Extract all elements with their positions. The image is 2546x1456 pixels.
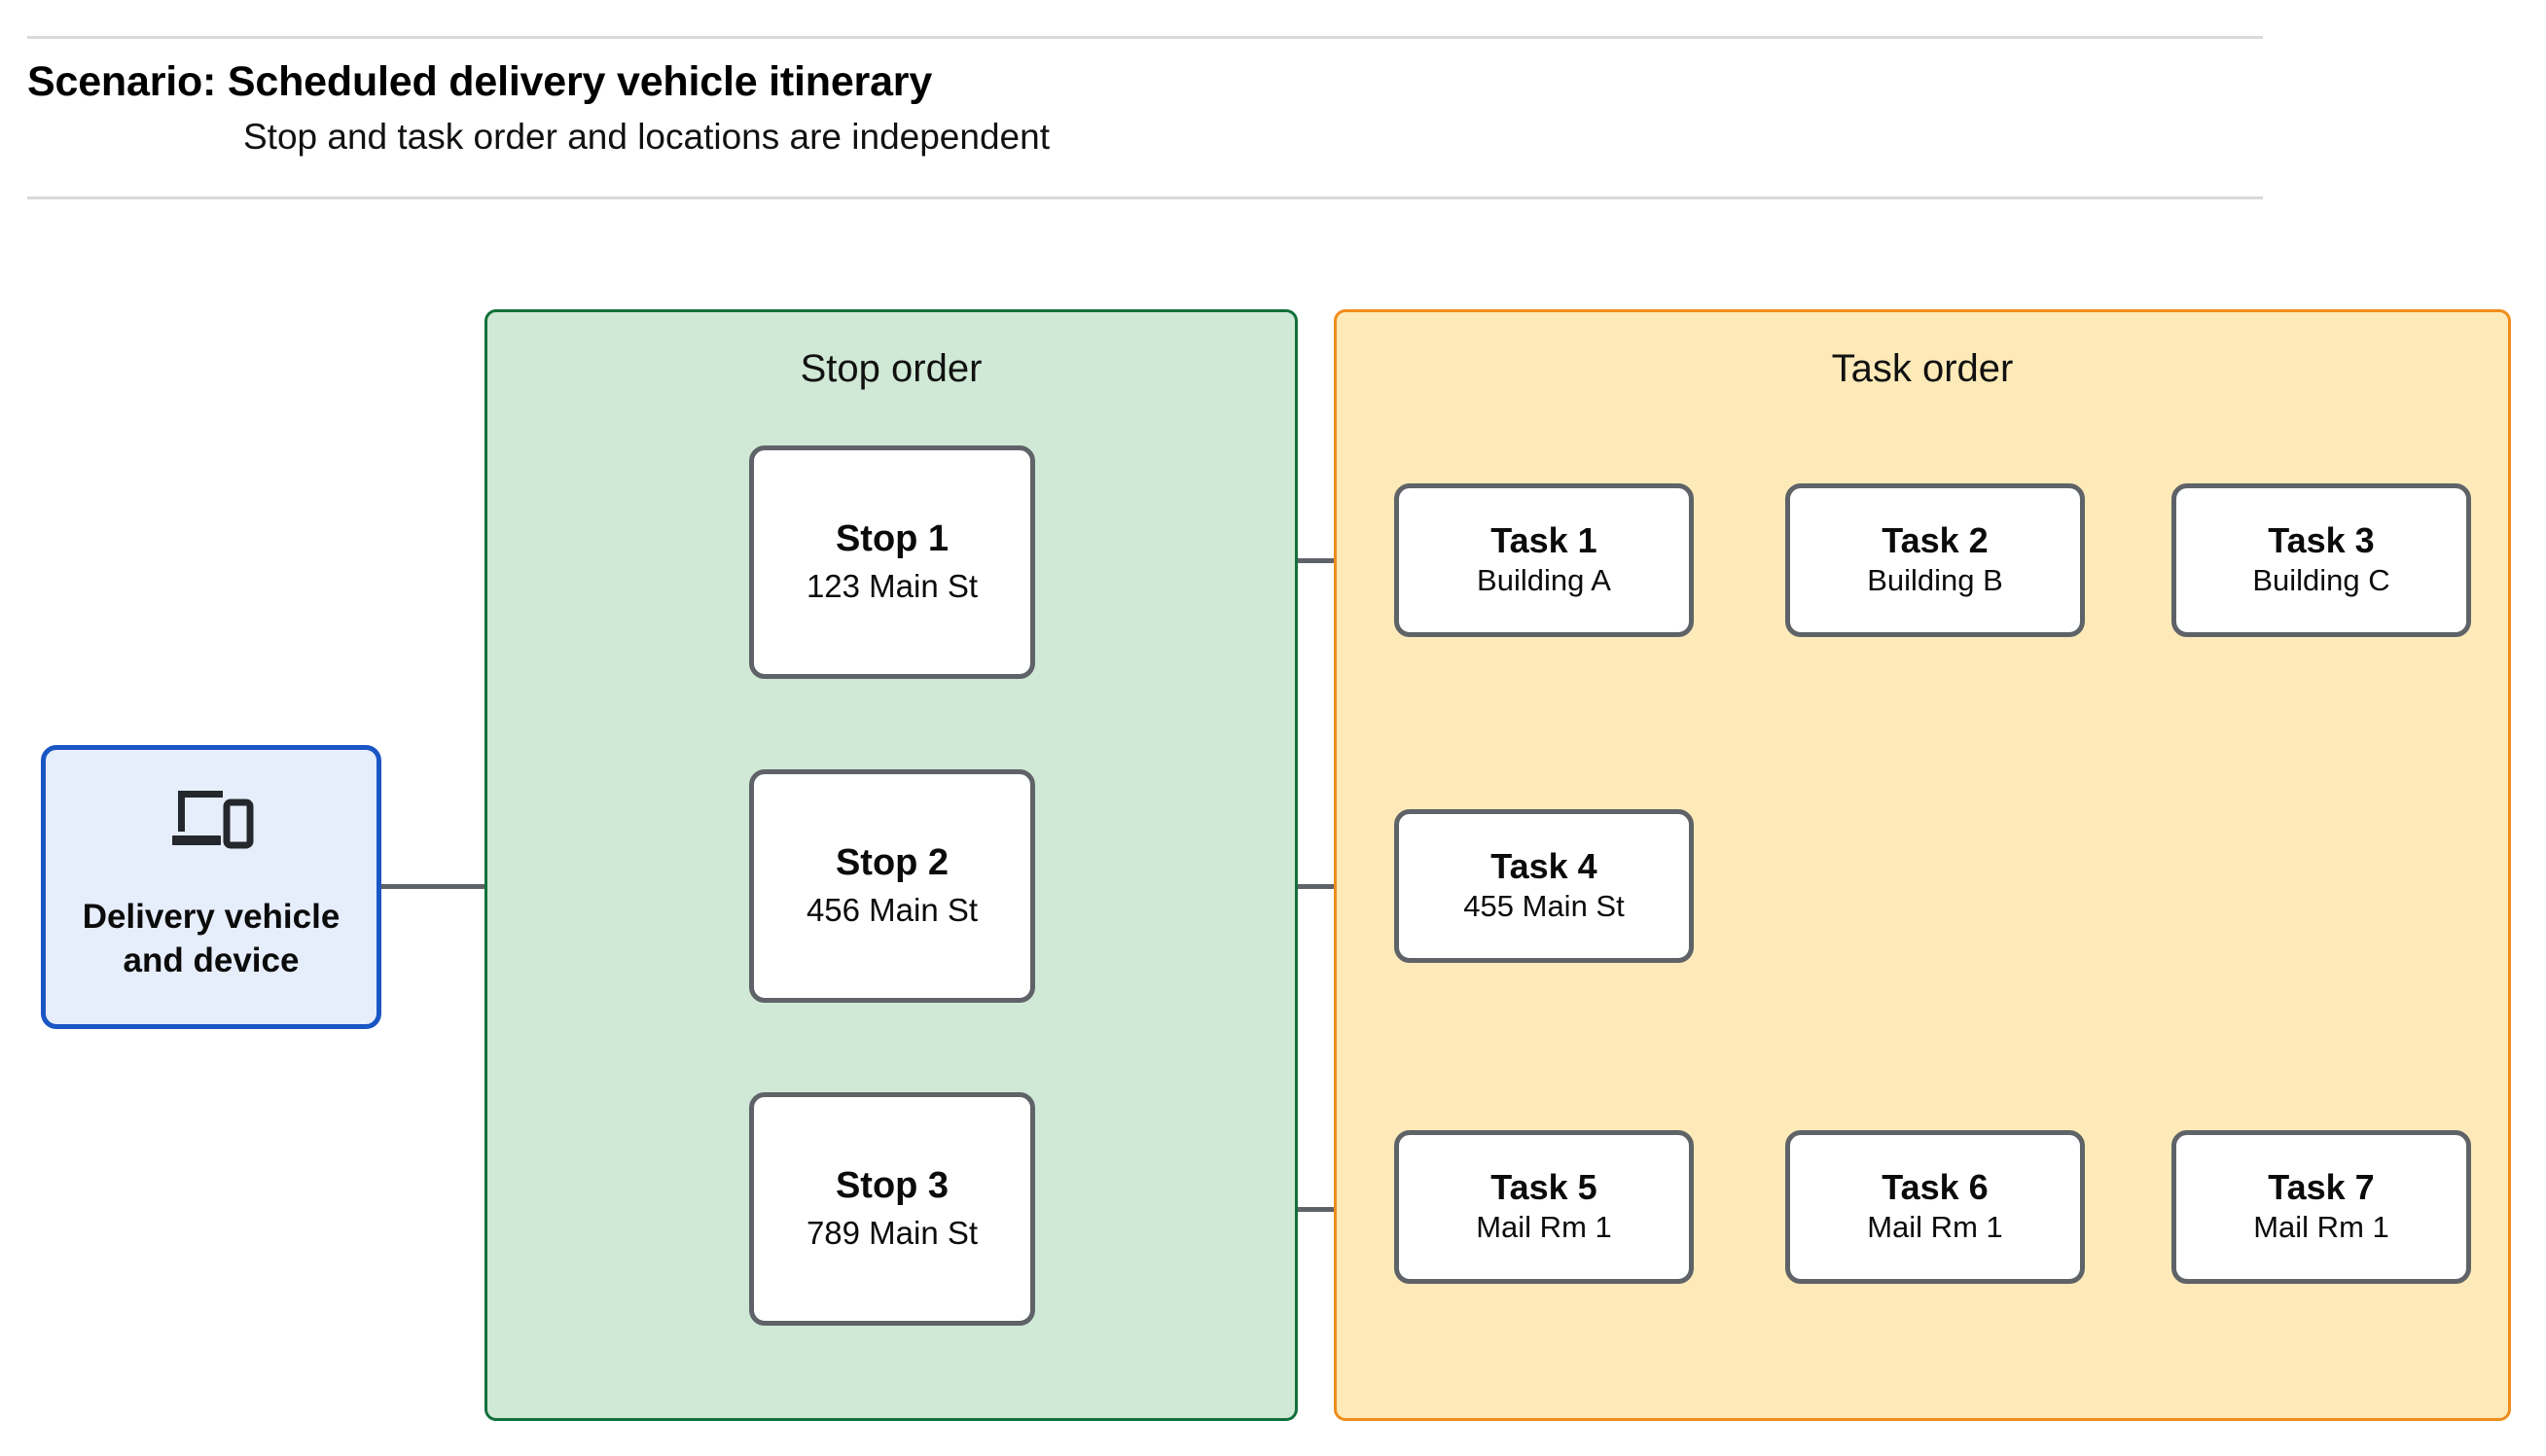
task-card-3-name: Task 3 — [2268, 519, 2375, 560]
task-card-3-location: Building C — [2252, 563, 2390, 598]
task-card-7-name: Task 7 — [2268, 1166, 2375, 1207]
task-card-2[interactable]: Task 2 Building B — [1785, 483, 2085, 637]
header-divider-top — [27, 36, 2263, 39]
task-order-group-title: Task order — [1831, 347, 2014, 390]
task-card-6-location: Mail Rm 1 — [1867, 1210, 2003, 1245]
page-subtitle: Stop and task order and locations are in… — [243, 117, 1050, 157]
stop-card-1-name: Stop 1 — [835, 517, 950, 559]
task-card-2-name: Task 2 — [1882, 519, 1989, 560]
delivery-vehicle-label-line2: and device — [123, 941, 300, 979]
stop-card-3-name: Stop 3 — [835, 1164, 950, 1206]
task-card-1-location: Building A — [1477, 563, 1611, 598]
task-card-4-name: Task 4 — [1490, 845, 1597, 886]
task-card-1[interactable]: Task 1 Building A — [1394, 483, 1694, 637]
task-card-7[interactable]: Task 7 Mail Rm 1 — [2171, 1130, 2471, 1284]
delivery-vehicle-label-line1: Delivery vehicle — [82, 898, 341, 937]
delivery-vehicle-label: Delivery vehicle and device — [83, 896, 341, 983]
delivery-vehicle-node[interactable]: Delivery vehicle and device — [41, 745, 381, 1029]
task-card-3[interactable]: Task 3 Building C — [2171, 483, 2471, 637]
stop-card-1-address: 123 Main St — [806, 568, 979, 605]
task-card-7-location: Mail Rm 1 — [2253, 1210, 2389, 1245]
stop-card-2-name: Stop 2 — [835, 841, 950, 883]
stop-order-group-title: Stop order — [800, 347, 983, 390]
stop-card-3[interactable]: Stop 3 789 Main St — [749, 1092, 1035, 1326]
task-card-4[interactable]: Task 4 455 Main St — [1394, 809, 1694, 963]
task-card-5-name: Task 5 — [1490, 1166, 1597, 1207]
connector-device-to-trunk — [381, 884, 551, 889]
stop-card-3-address: 789 Main St — [806, 1215, 979, 1252]
task-card-6[interactable]: Task 6 Mail Rm 1 — [1785, 1130, 2085, 1284]
header-divider-bottom — [27, 196, 2263, 199]
page-title: Scenario: Scheduled delivery vehicle iti… — [27, 58, 933, 105]
stop-card-1[interactable]: Stop 1 123 Main St — [749, 445, 1035, 679]
task-card-6-name: Task 6 — [1882, 1166, 1989, 1207]
task-card-1-name: Task 1 — [1490, 519, 1597, 560]
task-card-5[interactable]: Task 5 Mail Rm 1 — [1394, 1130, 1694, 1284]
devices-icon — [164, 785, 258, 857]
stop-card-2-address: 456 Main St — [806, 892, 979, 929]
task-card-5-location: Mail Rm 1 — [1476, 1210, 1612, 1245]
stop-card-2[interactable]: Stop 2 456 Main St — [749, 769, 1035, 1003]
task-card-4-location: 455 Main St — [1463, 889, 1625, 924]
task-card-2-location: Building B — [1867, 563, 2003, 598]
